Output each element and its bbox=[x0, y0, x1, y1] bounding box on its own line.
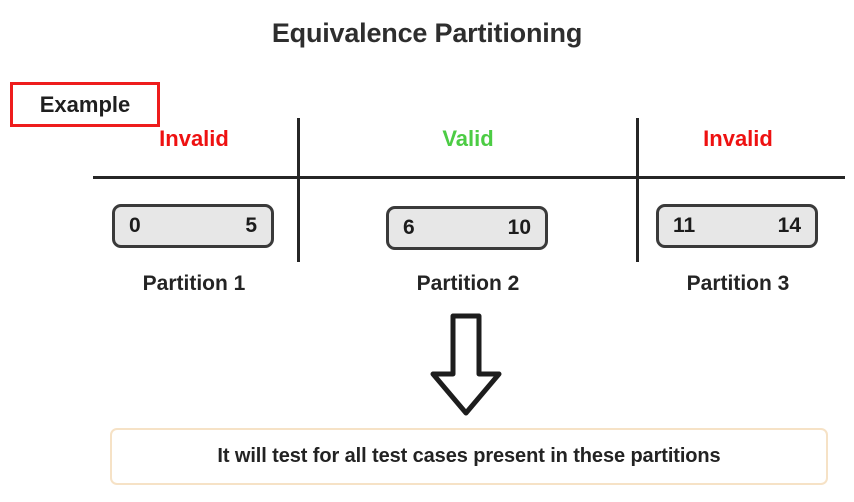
partition-label-2: Partition 2 bbox=[416, 272, 520, 295]
arrow-down-icon bbox=[428, 312, 504, 417]
callout-text: It will test for all test cases present … bbox=[217, 445, 721, 467]
example-badge-label: Example bbox=[39, 91, 131, 117]
range-box-2: 6 10 bbox=[386, 206, 548, 250]
validity-label-3: Invalid bbox=[703, 126, 773, 151]
range-max-1: 5 bbox=[245, 214, 257, 237]
partition-diagram: Invalid Valid Invalid 0 5 6 10 11 14 Par… bbox=[93, 118, 845, 295]
validity-label-2: Valid bbox=[442, 126, 494, 151]
range-box-3: 11 14 bbox=[656, 204, 818, 248]
partition-column-2: Valid bbox=[378, 128, 558, 154]
partition-label-3: Partition 3 bbox=[686, 272, 790, 295]
callout-box: It will test for all test cases present … bbox=[110, 428, 828, 485]
validity-label-1: Invalid bbox=[159, 126, 229, 151]
axis-horizontal-line bbox=[93, 176, 845, 179]
range-box-1: 0 5 bbox=[112, 204, 274, 248]
partition-label-1: Partition 1 bbox=[142, 272, 246, 295]
range-min-2: 6 bbox=[403, 216, 415, 239]
page-title: Equivalence Partitioning bbox=[271, 18, 583, 48]
partition-column-3: Invalid bbox=[648, 128, 828, 154]
range-min-3: 11 bbox=[673, 214, 696, 237]
partition-column-1: Invalid bbox=[104, 128, 284, 154]
range-max-2: 10 bbox=[507, 216, 531, 239]
example-badge: Example bbox=[10, 82, 160, 127]
range-min-1: 0 bbox=[129, 214, 141, 237]
range-max-3: 14 bbox=[777, 214, 801, 237]
partition-divider-1 bbox=[297, 118, 300, 262]
partition-divider-2 bbox=[636, 118, 639, 262]
